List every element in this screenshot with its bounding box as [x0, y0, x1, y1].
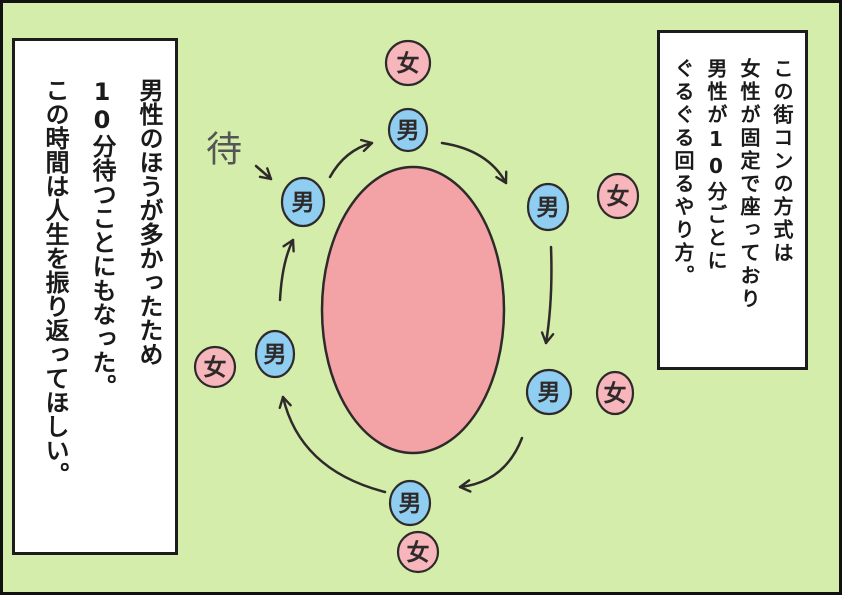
waiting-label: 待: [206, 130, 242, 171]
right-caption-text: この街コンの方式は 女性が固定で座っており 男性が10分ごとに ぐるぐる回るやり…: [666, 58, 798, 363]
right-caption-line: この街コンの方式は: [765, 58, 798, 363]
male-seat-label: 男: [264, 342, 287, 368]
right-caption-box: この街コンの方式は 女性が固定で座っており 男性が10分ごとに ぐるぐる回るやり…: [657, 30, 808, 370]
seat-right-upper: 男 女: [528, 174, 638, 230]
right-caption-line: ぐるぐる回るやり方。: [666, 58, 699, 363]
male-seat-label: 男: [537, 195, 560, 221]
left-caption-line: 10分待つことにもなった。: [78, 78, 125, 548]
seat-bottom: 男 女: [390, 481, 438, 572]
left-caption-box: 男性のほうが多かったため 10分待つことにもなった。 この時間は人生を振り返って…: [12, 38, 178, 555]
waiting-male-label: 男: [292, 190, 315, 216]
seat-top: 女 男: [386, 41, 430, 151]
male-seat-label: 男: [399, 491, 422, 517]
rotation-arrow-to-bottom: [460, 438, 522, 487]
waiting-position: 男 待: [206, 130, 324, 227]
seat-left-lower: 男 女: [195, 331, 294, 387]
table: [322, 167, 504, 453]
waiting-pointer-arrow: [256, 166, 271, 179]
female-seat-label: 女: [607, 183, 630, 210]
female-seat-label: 女: [397, 50, 420, 77]
left-caption-line: この時間は人生を振り返ってほしい。: [31, 78, 78, 548]
rotation-arrow-to-waiting: [280, 240, 293, 300]
female-seat-label: 女: [407, 539, 430, 566]
left-caption-text: 男性のほうが多かったため 10分待つことにもなった。 この時間は人生を振り返って…: [31, 78, 172, 548]
male-seat-label: 男: [397, 118, 420, 144]
rotation-arrow-to-right-upper: [442, 143, 506, 183]
rotation-arrow-to-top: [330, 143, 372, 177]
female-seat-label: 女: [204, 354, 227, 381]
rotation-arrow-to-right-lower: [546, 247, 551, 343]
right-caption-line: 女性が固定で座っており: [732, 58, 765, 363]
female-seat-label: 女: [604, 380, 627, 407]
male-seat-label: 男: [538, 380, 561, 406]
seat-right-lower: 男 女: [527, 370, 633, 414]
left-caption-line: 男性のほうが多かったため: [125, 78, 172, 548]
right-caption-line: 男性が10分ごとに: [699, 58, 732, 363]
